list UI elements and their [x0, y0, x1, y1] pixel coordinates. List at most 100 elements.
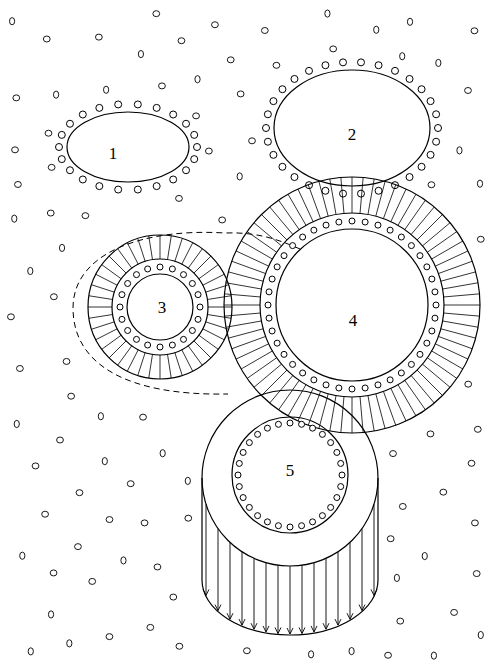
- circle-outline: [112, 259, 208, 355]
- particle-circle: [311, 227, 317, 233]
- particle-circle: [311, 377, 317, 383]
- particle-circle: [336, 385, 342, 391]
- shape-outline: [222, 175, 482, 435]
- particle-circle: [96, 183, 103, 190]
- particle-circle: [153, 11, 160, 17]
- particle-circle: [418, 86, 425, 93]
- cylinder-body: 5: [198, 386, 382, 642]
- particle-circle: [340, 190, 347, 197]
- particle-circle: [422, 552, 427, 559]
- particle-circle: [45, 130, 52, 136]
- particle-circle: [398, 370, 404, 376]
- particle-circle: [319, 513, 325, 519]
- particle-circle: [375, 62, 382, 69]
- particle-circle: [334, 495, 340, 501]
- particle-circle: [133, 336, 139, 342]
- particle-circle: [240, 495, 246, 501]
- particle-circle: [157, 344, 163, 350]
- particle-circle: [330, 46, 337, 52]
- particle-circle: [76, 490, 83, 496]
- particle-circle: [119, 316, 125, 322]
- particle-circle: [170, 111, 177, 118]
- particle-circle: [181, 272, 187, 278]
- particle-circle: [269, 328, 275, 334]
- circle-outline: [232, 417, 348, 533]
- particle-circle: [308, 651, 313, 658]
- particle-circle: [433, 302, 439, 308]
- particle-circle: [440, 489, 447, 495]
- particle-circle: [264, 111, 271, 118]
- particle-circle: [47, 210, 54, 216]
- particle-circle: [63, 358, 70, 364]
- particle-ellipse: 2: [258, 54, 448, 202]
- particle-circle: [32, 463, 39, 469]
- particle-circle: [58, 131, 65, 138]
- particle-circle: [474, 426, 481, 432]
- particle-circle: [274, 340, 280, 346]
- particle-circle: [264, 138, 271, 145]
- particle-circle: [473, 571, 480, 577]
- particle-circle: [400, 53, 405, 60]
- particle-circle: [183, 120, 190, 127]
- particle-circle: [300, 370, 306, 376]
- dashed-boundary: [73, 232, 300, 394]
- particle-circle: [193, 113, 200, 119]
- particle-circle: [59, 244, 64, 251]
- particle-circle: [432, 289, 438, 295]
- particle-circle: [424, 264, 430, 270]
- particle-circle: [138, 50, 143, 57]
- particle-circle: [263, 125, 270, 132]
- shape-outline: [198, 386, 382, 642]
- particle-circle: [328, 504, 334, 510]
- callout-number: 2: [348, 126, 357, 143]
- particle-circle: [319, 431, 325, 437]
- particle-circle: [246, 504, 252, 510]
- particle-circle: [275, 421, 281, 427]
- particle-circle: [237, 91, 244, 97]
- particle-circle: [427, 98, 434, 105]
- particle-circle: [160, 450, 165, 457]
- particle-circle: [96, 104, 103, 111]
- particle-circle: [82, 213, 89, 219]
- particle-circle: [432, 315, 438, 321]
- circle-outline: [127, 274, 193, 340]
- particle-circle: [50, 570, 57, 576]
- particle-circle: [197, 304, 203, 310]
- particle-circle: [427, 431, 434, 437]
- particle-circle: [270, 98, 277, 105]
- particle-circle: [387, 377, 393, 383]
- particle-circle: [408, 243, 414, 249]
- particle-circle: [390, 451, 397, 457]
- particle-circle: [237, 173, 242, 180]
- particle-circle: [185, 515, 192, 521]
- particle-circle: [14, 420, 19, 427]
- particle-circle: [8, 314, 15, 320]
- particle-circle: [191, 131, 198, 138]
- particle-circle: [75, 544, 82, 550]
- particle-circle: [291, 75, 298, 82]
- circle-outline: [202, 390, 378, 566]
- particle-circle: [189, 280, 195, 286]
- particle-circle: [249, 138, 256, 144]
- particle-circle: [471, 28, 478, 34]
- particle-circle: [212, 22, 219, 28]
- particle-circle: [465, 87, 472, 93]
- particle-circle: [235, 472, 241, 478]
- particle-circle: [270, 151, 277, 158]
- particle-circle: [299, 523, 305, 529]
- particle-circle: [398, 234, 404, 240]
- particle-circle: [310, 519, 316, 525]
- particle-circle: [169, 266, 175, 272]
- particle-circle: [287, 420, 293, 426]
- particle-ellipse: 1: [50, 94, 206, 200]
- particle-circle: [357, 190, 364, 197]
- particle-circle: [385, 652, 392, 658]
- particle-circle: [407, 18, 412, 25]
- particle-circle: [424, 340, 430, 346]
- particle-circle: [266, 315, 272, 321]
- particle-circle: [240, 449, 246, 455]
- particle-circle: [28, 648, 33, 655]
- particle-circle: [255, 431, 261, 437]
